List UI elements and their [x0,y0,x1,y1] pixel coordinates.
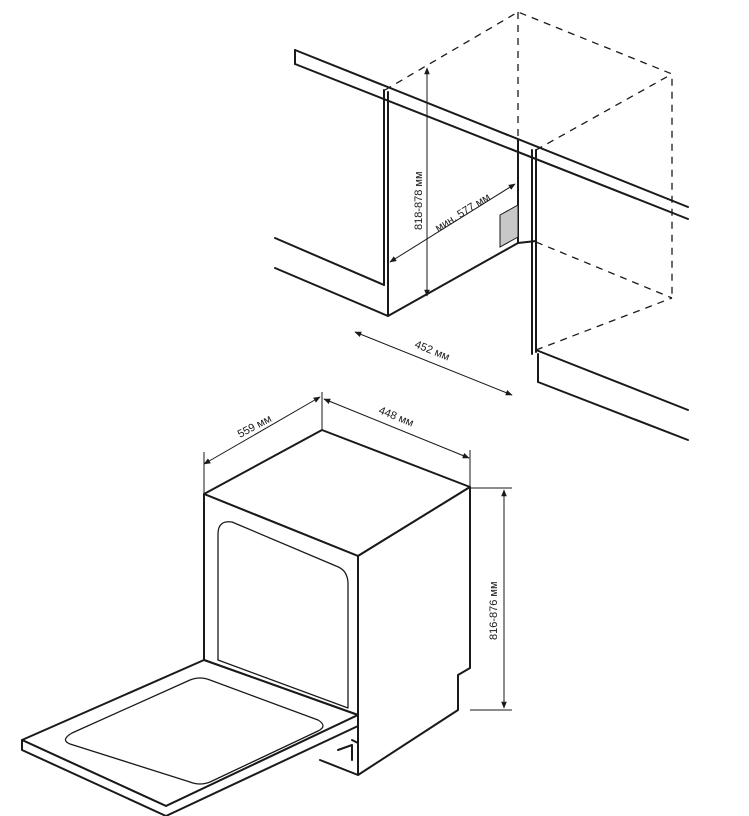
niche-depth-dimension: мин. 577 мм [389,183,516,263]
unit-height-dimension: 816-876 мм [488,489,507,709]
unit-plinth [319,739,359,776]
niche-depth-label: мин. 577 мм [433,191,492,234]
extension-lines [203,392,512,711]
niche-installation-view: 818-878 мм мин. 577 мм 452 мм [274,11,689,441]
left-cabinet [274,89,389,317]
dishwasher-unit-view: 559 мм 448 мм 816-876 мм [21,392,512,816]
socket-box [499,204,519,248]
unit-width-label: 448 мм [377,405,415,430]
unit-height-label: 816-876 мм [488,581,500,640]
niche-height-label: 818-878 мм [413,171,425,230]
countertop [294,49,689,220]
inner-tub-outline [217,521,349,709]
niche-width-dimension: 452 мм [354,331,513,396]
niche-width-label: 452 мм [413,339,451,364]
open-door [21,659,359,816]
right-cabinet [531,149,689,441]
door-inner-panel [64,677,324,785]
cabinet-dashed-outline [384,11,673,351]
